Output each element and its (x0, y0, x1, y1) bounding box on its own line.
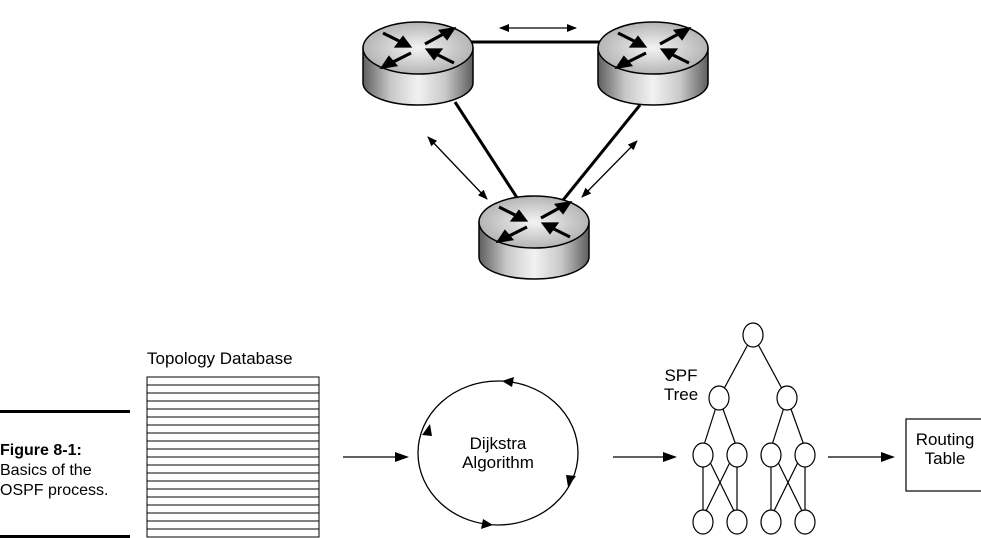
arrow-left (427, 136, 488, 200)
dijkstra-label: Dijkstra Algorithm (448, 434, 548, 472)
router-icon (597, 21, 709, 106)
routing-table-label-line2: Table (924, 449, 966, 468)
spf-tree-label-line2: Tree (663, 385, 699, 404)
caption-rule-bottom (0, 535, 130, 538)
tree-node (760, 442, 782, 468)
routing-table-label-line1: Routing (915, 430, 975, 449)
tree-node (760, 509, 782, 535)
dijkstra-cycle (417, 377, 579, 529)
router-icon (478, 195, 590, 280)
tree-node (776, 385, 798, 411)
topology-database-label: Topology Database (147, 349, 293, 368)
spf-tree-label-line1: SPF (664, 366, 698, 385)
dijkstra-label-line2: Algorithm (462, 453, 534, 472)
exchange-arrows (427, 24, 638, 200)
arrow-right (581, 140, 638, 198)
caption-rule-top (0, 410, 130, 413)
tree-node (708, 385, 730, 411)
tree-node (692, 442, 714, 468)
routing-table-box (905, 418, 981, 492)
tree-node (794, 442, 816, 468)
spf-tree (692, 322, 816, 535)
dijkstra-label-line1: Dijkstra (469, 434, 527, 453)
spf-tree-label: SPF Tree (651, 366, 711, 404)
topology-database (146, 376, 320, 538)
tree-node (742, 322, 764, 348)
tree-node (726, 442, 748, 468)
tree-node (794, 509, 816, 535)
tree-node (692, 509, 714, 535)
tree-node (726, 509, 748, 535)
routing-table-label: Routing Table (909, 430, 981, 468)
figure-caption: Basics of the OSPF process. (0, 462, 109, 499)
figure-label: Figure 8-1: (0, 442, 82, 459)
router-icon (362, 21, 474, 106)
